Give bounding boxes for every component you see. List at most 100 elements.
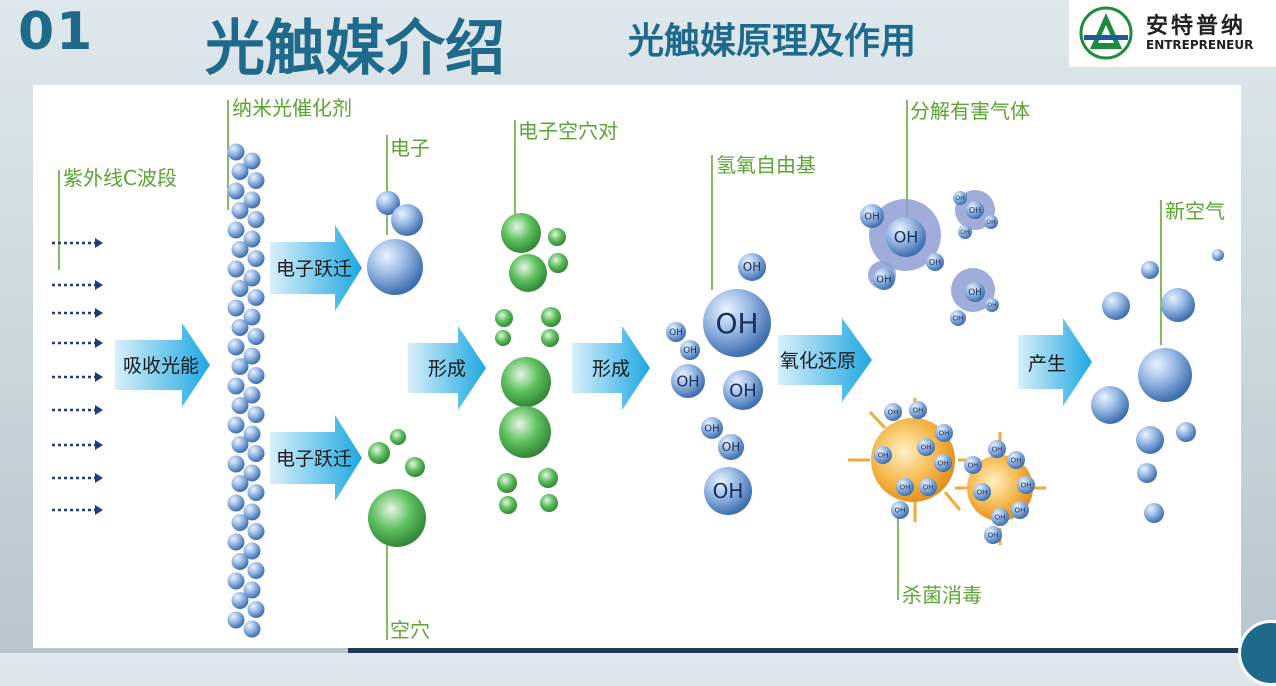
nano-bead	[231, 553, 249, 570]
nano-bead	[243, 152, 261, 170]
uv-ray-arrows	[52, 238, 103, 515]
oh-radical-label: OH	[683, 346, 697, 356]
label-hydroxyl-radical: 氢氧自由基	[716, 153, 816, 177]
nano-bead	[243, 191, 261, 209]
nano-bead	[247, 562, 265, 579]
gas-oh	[985, 298, 999, 312]
gas-oh	[886, 217, 926, 257]
bacteria-oh-label: OH	[1015, 506, 1026, 514]
nano-bead	[227, 377, 245, 395]
nano-bead	[231, 358, 249, 375]
gas-oh-label: OH	[953, 314, 964, 322]
label-uvc: 紫外线C波段	[63, 166, 177, 190]
oh-radical	[701, 417, 723, 439]
nano-bead	[243, 269, 261, 287]
nano-bead	[227, 416, 245, 434]
gas-oh	[984, 215, 998, 229]
bacteria-oh	[984, 526, 1002, 544]
gas-oh-label: OH	[960, 229, 969, 236]
arrow-produce-label: 产生	[1028, 353, 1066, 375]
bacteria-oh	[874, 446, 892, 464]
bacteria-oh	[1011, 501, 1029, 519]
bacteria-oh	[934, 454, 952, 472]
bacteria-oh-label: OH	[895, 506, 906, 514]
page-header-number: 01	[18, 2, 95, 62]
nano-bead	[231, 475, 249, 492]
bacteria-oh-label: OH	[968, 461, 979, 469]
nano-bead	[227, 455, 245, 473]
fresh-air-bubbles	[1091, 249, 1224, 523]
gas-oh-label: OH	[955, 195, 964, 202]
bacteria-oh-label: OH	[1021, 481, 1032, 489]
nano-bead	[243, 620, 261, 638]
nano-bead	[231, 280, 249, 297]
arrow-form1-label: 形成	[428, 358, 466, 380]
nano-bead	[231, 592, 249, 609]
oh-radical-label: OH	[743, 260, 761, 274]
oh-radical	[718, 434, 744, 460]
nano-bead	[247, 250, 265, 267]
bacteria-oh-label: OH	[988, 531, 999, 539]
label-decompose-gas: 分解有害气体	[910, 99, 1030, 123]
label-fresh-air: 新空气	[1165, 199, 1225, 223]
gas-oh-label: OH	[894, 228, 919, 247]
bacteria-oh-label: OH	[939, 429, 950, 437]
nano-bead	[231, 514, 249, 531]
nano-catalyst-column	[227, 143, 265, 638]
electron-hole-pair-spheres	[495, 213, 568, 514]
nano-bead	[243, 542, 261, 560]
bacteria-oh-label: OH	[888, 408, 899, 416]
nano-bead	[227, 143, 245, 161]
gas-oh-label: OH	[929, 258, 941, 267]
nano-bead	[247, 172, 265, 189]
bacteria-oh-label: OH	[923, 483, 934, 491]
nano-bead	[231, 436, 249, 453]
label-electron: 电子	[390, 136, 430, 160]
oh-radical	[723, 370, 763, 410]
gas-oh	[950, 310, 966, 326]
gas-oh-label: OH	[987, 302, 996, 309]
bottom-bar	[348, 648, 1276, 653]
bacteria-oh-label: OH	[1011, 456, 1022, 464]
oh-radical-large-label: OH	[715, 307, 758, 340]
page-subtitle: 光触媒原理及作用	[628, 21, 917, 62]
nano-bead	[243, 425, 261, 443]
oh-radical	[671, 364, 705, 398]
nano-bead	[247, 328, 265, 345]
gas-oh	[873, 268, 895, 290]
bacteria-oh	[988, 440, 1006, 458]
bacteria-oh-label: OH	[921, 443, 932, 451]
gas-oh-label: OH	[969, 206, 981, 215]
oh-radical-large	[703, 289, 771, 357]
oh-radical	[738, 253, 766, 281]
arrow-redox-label: 氧化还原	[780, 350, 856, 372]
gas-oh	[926, 253, 944, 271]
page-title: 光触媒介绍	[205, 14, 505, 84]
nano-bead	[227, 221, 245, 239]
logo-name-cn: 安特普纳	[1146, 13, 1247, 39]
nano-bead	[247, 445, 265, 462]
label-hole: 空穴	[390, 618, 430, 642]
bacteria-oh-label: OH	[938, 459, 949, 467]
oh-radical	[666, 322, 686, 342]
bacteria-oh	[1017, 476, 1035, 494]
nano-bead	[243, 347, 261, 365]
nano-bead	[247, 484, 265, 501]
process-arrows	[115, 225, 1092, 501]
bacteria-oh	[896, 478, 914, 496]
nano-bead	[227, 260, 245, 278]
nano-bead	[231, 397, 249, 414]
gas-oh-label: OH	[968, 288, 982, 298]
nano-bead	[227, 338, 245, 356]
bacteria-oh	[919, 478, 937, 496]
hole-spheres	[368, 429, 426, 547]
label-electron-hole-pair: 电子空穴对	[518, 119, 618, 143]
nano-bead	[227, 533, 245, 551]
nano-bead	[231, 202, 249, 219]
photocatalyst-diagram: 紫外线C波段 纳米光催化剂 电子 空穴 电子空穴对 氢氧自由基 分解有害气体 杀…	[52, 96, 1225, 642]
arrow-jump-bottom-label: 电子跃迁	[276, 448, 352, 470]
nano-bead	[227, 572, 245, 590]
